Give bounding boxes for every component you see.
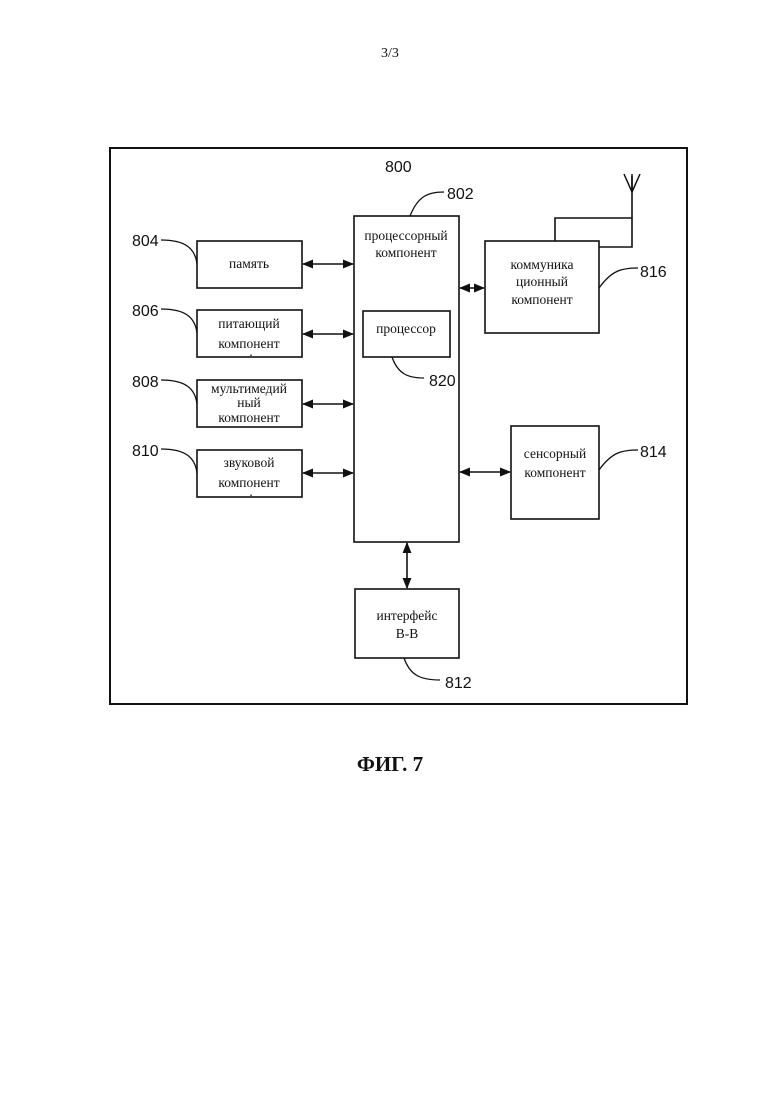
communication-label-3: компонент	[511, 292, 572, 307]
ref-memory: 804	[132, 233, 159, 250]
audio-label-1: звуковой	[224, 455, 275, 470]
ref-device: 800	[385, 159, 412, 176]
power-label-1: питающий	[218, 316, 279, 331]
io-interface-label-1: интерфейс	[376, 608, 437, 623]
antenna-feed	[555, 218, 632, 247]
multimedia-label-3: компонент	[218, 410, 279, 425]
sensor-label-1: сенсорный	[524, 446, 586, 461]
leader-816	[599, 268, 638, 288]
processor-label: процессор	[376, 321, 436, 336]
leader-802	[410, 192, 444, 216]
ref-audio: 810	[132, 443, 159, 460]
memory-label: память	[229, 256, 269, 271]
io-interface-label-2: В-В	[396, 626, 419, 641]
ref-io-interface: 812	[445, 675, 472, 692]
audio-label-3: .	[249, 484, 252, 499]
leader-810	[161, 449, 197, 473]
communication-label-1: коммуника	[511, 257, 574, 272]
ref-communication: 816	[640, 264, 667, 281]
leader-814	[599, 450, 638, 470]
io-interface-box	[355, 589, 459, 658]
communication-label-2: ционный	[516, 274, 568, 289]
ref-multimedia: 808	[132, 374, 159, 391]
processing-component-label-2: компонент	[375, 245, 436, 260]
multimedia-label-1: мультимедий	[211, 381, 287, 396]
ref-sensor: 814	[640, 444, 667, 461]
leader-820	[392, 357, 424, 378]
multimedia-label-2: ный	[237, 395, 261, 410]
processing-component-label-1: процессорный	[364, 228, 447, 243]
leader-804	[161, 240, 197, 264]
leader-808	[161, 380, 197, 404]
antenna-icon	[624, 174, 640, 192]
ref-processor: 820	[429, 373, 456, 390]
figure-caption: ФИГ. 7	[0, 752, 780, 777]
ref-processing-component: 802	[447, 186, 474, 203]
leader-812	[404, 658, 440, 680]
leader-806	[161, 309, 197, 333]
power-label-3: .	[249, 344, 252, 359]
ref-power: 806	[132, 303, 159, 320]
sensor-label-2: компонент	[524, 465, 585, 480]
